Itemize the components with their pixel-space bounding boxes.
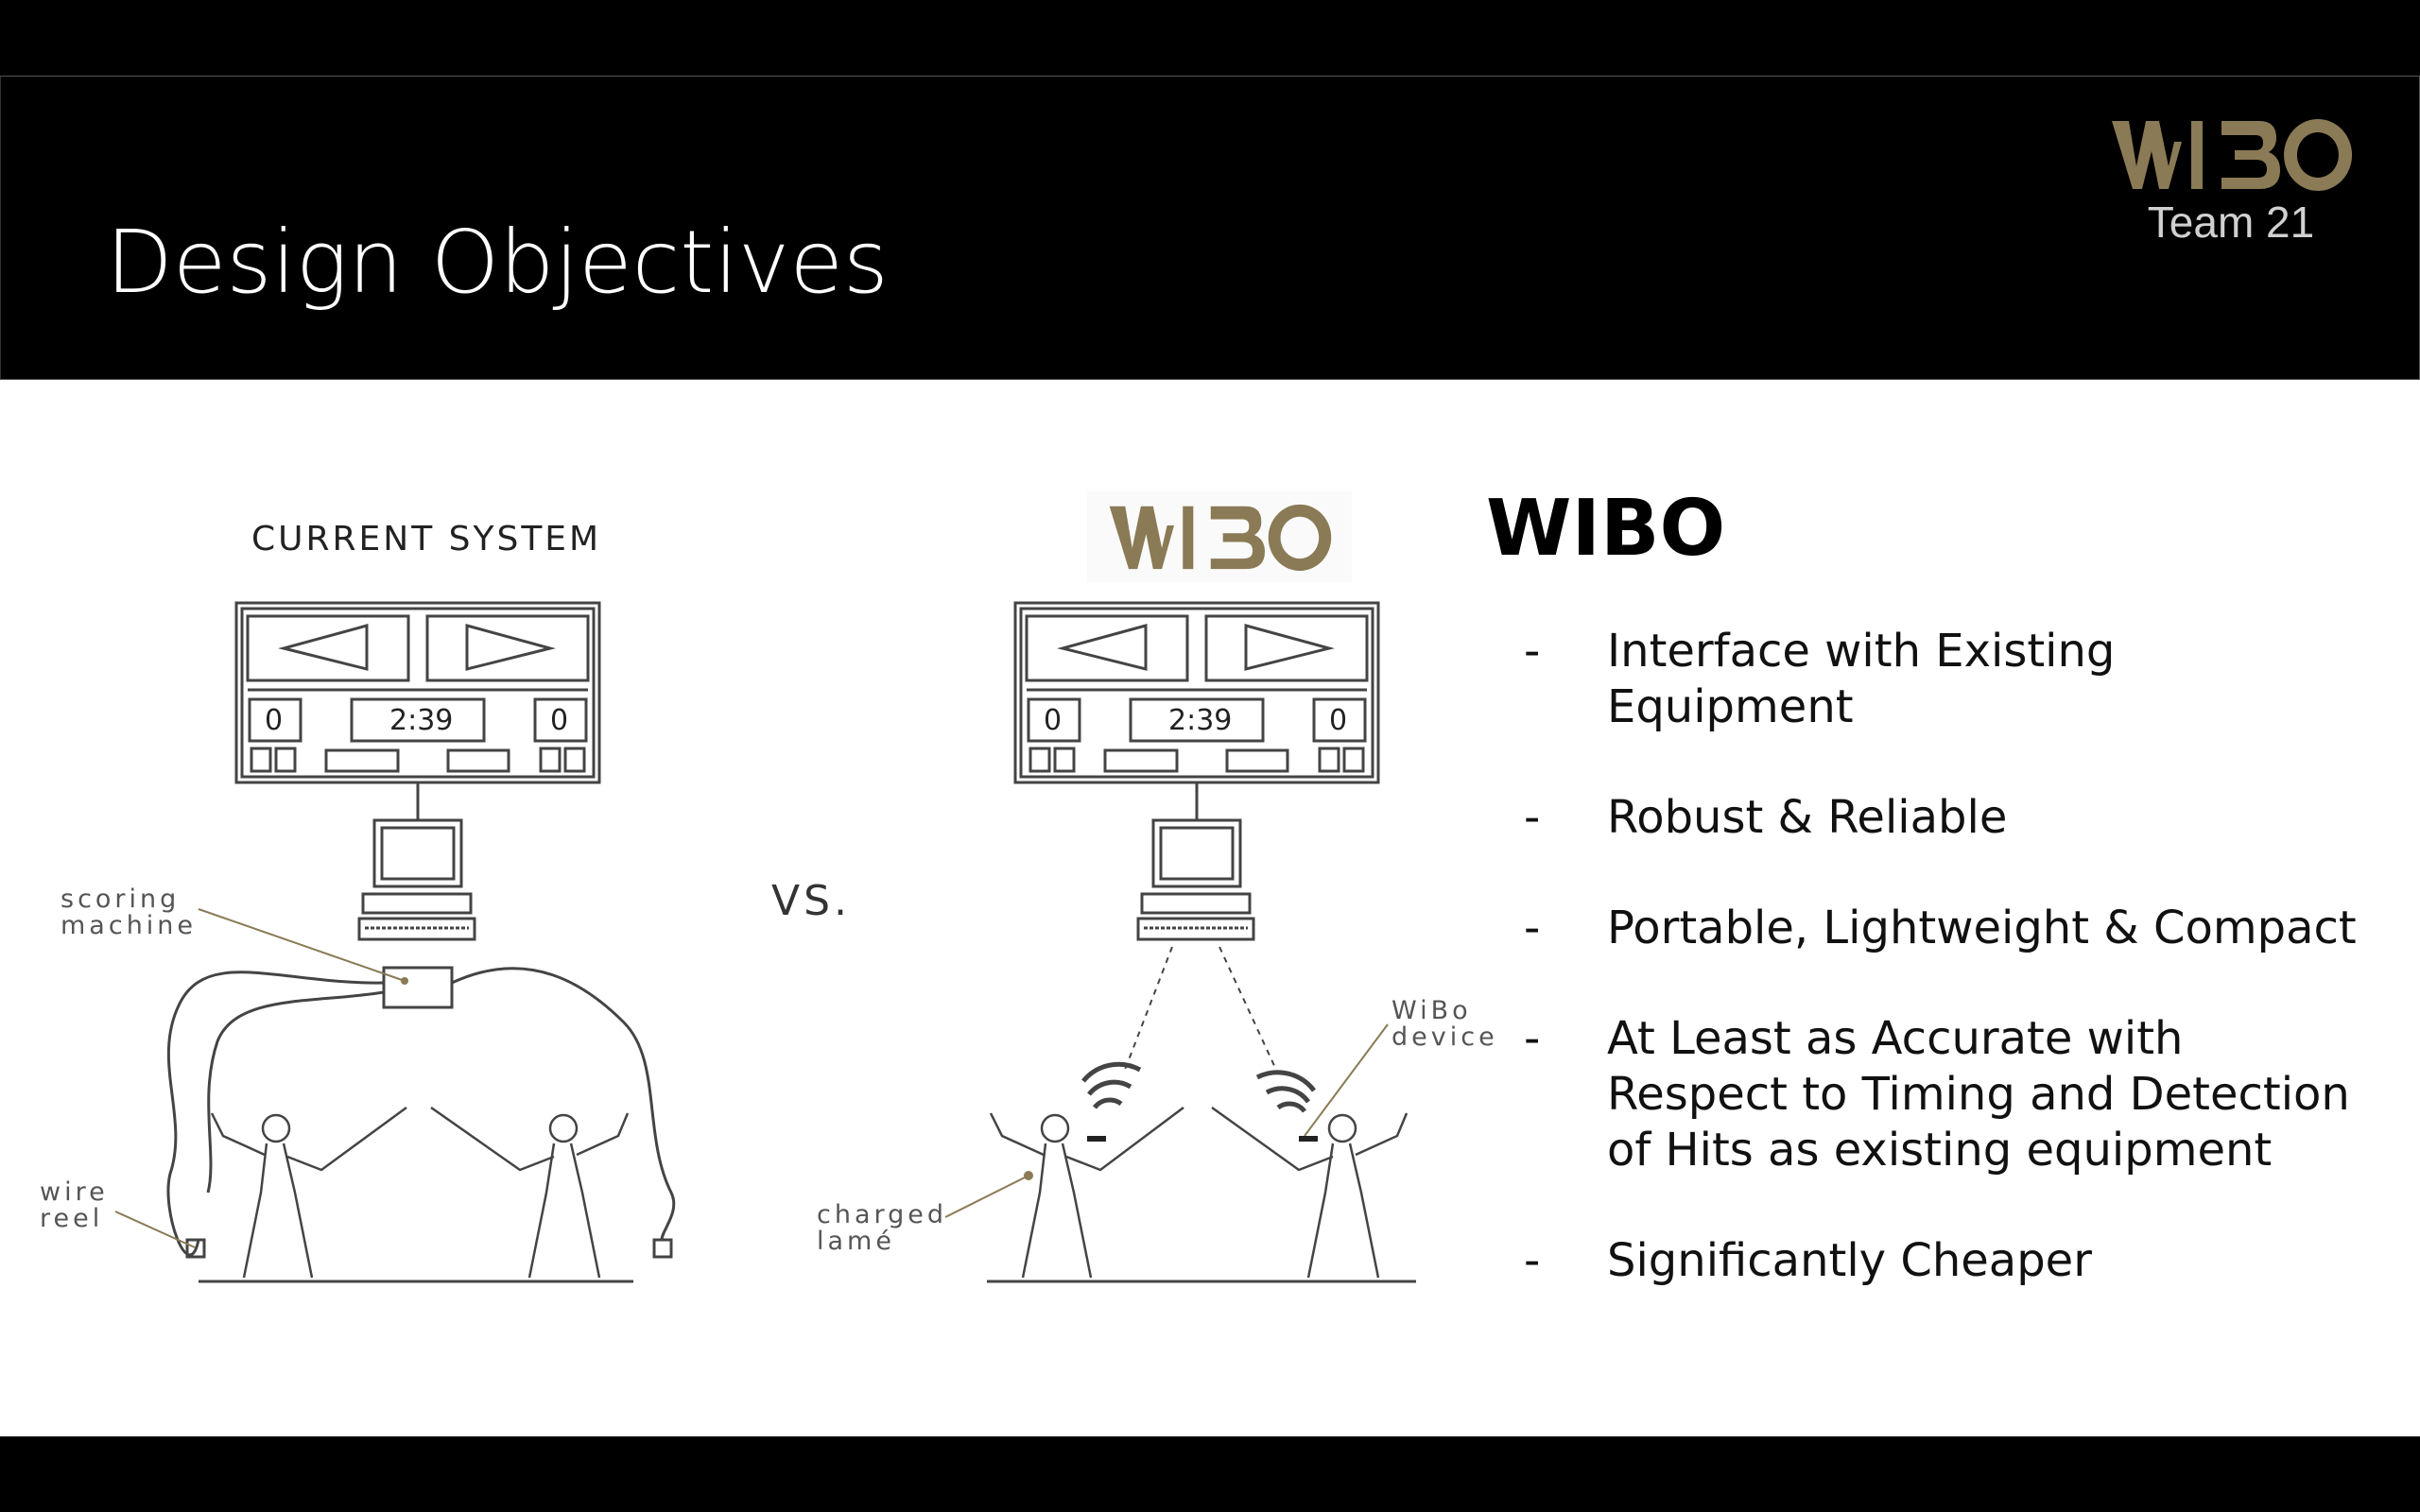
wibo-illustration-logo <box>1087 491 1352 582</box>
fencer-figures <box>210 1106 1409 1279</box>
wibo-left-score: 0 <box>1044 704 1062 737</box>
charged-lame-annotation: charged lamé <box>817 1200 948 1257</box>
objective-item: -Robust & Reliable <box>1524 791 2008 844</box>
slide-content: CURRENT SYSTEM VS. scoring machine wire … <box>0 380 2420 1436</box>
slide-header <box>0 76 2420 380</box>
top-letterbox <box>0 0 2420 76</box>
wibo-device-annotation: WiBo device <box>1392 996 1498 1053</box>
current-left-score: 0 <box>265 704 283 737</box>
fencer-left-1 <box>210 1106 407 1279</box>
slide-title: Design Objectives <box>106 212 889 313</box>
fencer-right-1 <box>430 1106 630 1279</box>
fencing-system-illustration: 0 2:39 0 0 2:39 0 <box>114 601 1416 1283</box>
wibo-timer: 2:39 <box>1168 704 1232 737</box>
objective-item: -Significantly Cheaper <box>1524 1234 2092 1287</box>
objectives-list: -Interface with Existing Equipment -Robu… <box>1524 624 2375 1344</box>
wibo-scoreboard <box>987 601 1416 1283</box>
vs-label: VS. <box>771 877 852 925</box>
objective-item: -At Least as Accurate with Respect to Ti… <box>1524 1012 2350 1177</box>
fencer-left-2 <box>989 1107 1184 1279</box>
fencer-right-2 <box>1211 1106 1409 1279</box>
team-logo: Team 21 <box>2099 113 2363 248</box>
current-timer: 2:39 <box>389 704 453 737</box>
scoring-machine-annotation: scoring machine <box>60 885 198 941</box>
team-name: Team 21 <box>2147 198 2315 247</box>
panel-title: WIBO <box>1486 484 1726 574</box>
wibo-right-score: 0 <box>1329 704 1347 737</box>
objective-item: -Portable, Lightweight & Compact <box>1524 902 2357 954</box>
objective-item: -Interface with Existing Equipment <box>1524 625 2116 733</box>
current-system-label: CURRENT SYSTEM <box>251 520 602 558</box>
current-right-score: 0 <box>550 704 568 737</box>
wibo-logo-small-icon <box>1109 504 1332 571</box>
wibo-logo-icon <box>2112 119 2353 191</box>
wire-reel-annotation: wire reel <box>40 1177 109 1234</box>
bottom-letterbox <box>0 1436 2420 1512</box>
current-scoreboard <box>166 601 676 1283</box>
